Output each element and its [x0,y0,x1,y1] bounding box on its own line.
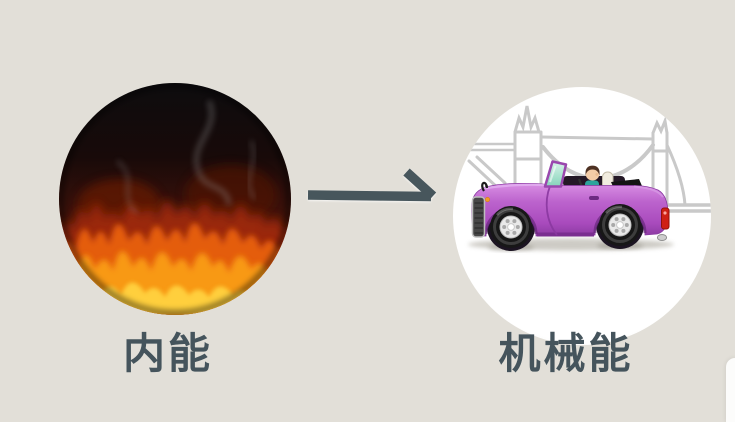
front-wheel [490,206,532,248]
car-image [453,87,711,345]
exhaust-pipe [656,234,668,241]
target-label: 机械能 [498,330,634,377]
fire-image [59,83,291,315]
car-circle [453,87,711,345]
fire-vignette [59,83,291,315]
rear-wheel [599,204,641,246]
right-arrow-icon [307,168,437,202]
tail-light [661,207,670,230]
grille-mesh [474,202,483,234]
smoke-wisp [115,158,139,215]
windshield-glare [549,165,557,183]
smoke-wisp [246,139,258,201]
smoke-wisp [193,99,232,206]
door-handle [589,196,599,200]
corner-overlay [726,358,735,422]
door-seam [545,185,558,236]
rear-highlight [633,185,664,198]
source-label: 内能 [122,330,213,377]
fire-circle [59,83,291,315]
wind-deflector-knob [485,184,488,188]
front-grille [471,196,486,238]
front-indicator-light [484,196,491,203]
tail-light-glint [663,211,667,215]
